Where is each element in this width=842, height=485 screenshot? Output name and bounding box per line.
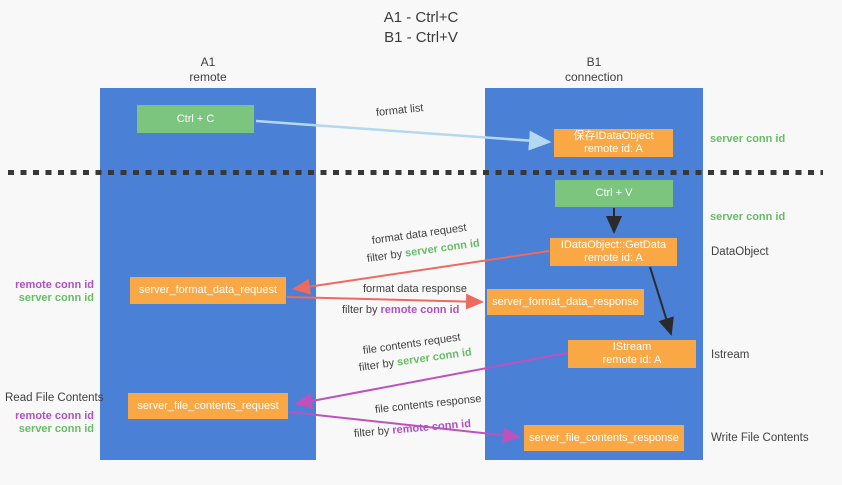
left-remote-conn-id-bottom: remote conn id	[15, 410, 94, 422]
file-contents-request-arrow	[294, 352, 568, 409]
ctrl-c-box: Ctrl + C	[137, 105, 254, 133]
format-data-response-arrow	[286, 293, 484, 310]
left-remote-conn-id-mid: remote conn id	[15, 279, 94, 291]
ctrl-v-label: Ctrl + V	[595, 187, 633, 199]
istream-side-label: Istream	[711, 349, 750, 361]
server-format-data-response-label: server_format_data_response	[492, 295, 639, 308]
istream-line1: IStream	[612, 341, 652, 353]
istream-box: IStream remote id: A	[568, 340, 696, 368]
file-contents-response-arrow	[288, 411, 521, 444]
save-idataobject-box: 保存IDataObject remote id: A	[554, 129, 673, 157]
right-server-conn-id-top: server conn id	[710, 133, 786, 145]
left-server-conn-id-bottom: server conn id	[18, 423, 94, 435]
lifeline-header-a1: A1 remote	[100, 55, 316, 85]
lifeline-a1-role: remote	[189, 70, 227, 84]
write-file-contents-label: Write File Contents	[711, 432, 809, 444]
idataobject-getdata-box: IDataObject::GetData remote id: A	[550, 238, 677, 266]
server-file-contents-response-box: server_file_contents_response	[524, 425, 684, 451]
filter-by-remote-conn-id-label-1: filter by remote conn id	[342, 304, 459, 316]
server-file-contents-request-box: server_file_contents_request	[128, 393, 288, 419]
getdata-line1: IDataObject::GetData	[560, 239, 667, 251]
ctrl-c-label: Ctrl + C	[176, 112, 215, 125]
filter-by-text: filter by	[342, 304, 381, 316]
left-server-conn-id-mid: server conn id	[18, 292, 94, 304]
dataobject-label: DataObject	[711, 246, 769, 258]
diagram-title: A1 - Ctrl+C B1 - Ctrl+V	[0, 8, 842, 48]
getdata-line2: remote id: A	[584, 252, 643, 264]
format-data-request-arrow	[292, 250, 550, 295]
istream-line2: remote id: A	[602, 354, 662, 366]
lifeline-header-b1: B1 connection	[485, 55, 703, 85]
format-list-arrow	[255, 119, 552, 151]
server-file-contents-request-label: server_file_contents_request	[137, 399, 279, 412]
server-format-data-request-box: server_format_data_request	[130, 277, 286, 304]
remote-conn-id-text: remote conn id	[380, 304, 460, 316]
lifeline-b1-name: B1	[586, 55, 602, 69]
save-idataobject-line2: remote id: A	[584, 143, 643, 155]
lifeline-b1-role: connection	[564, 70, 624, 84]
right-server-conn-id-mid: server conn id	[710, 211, 786, 223]
read-file-contents-label: Read File Contents	[5, 392, 104, 404]
title-line-a1: A1 - Ctrl+C	[383, 9, 459, 26]
save-idataobject-line1: 保存IDataObject	[573, 130, 654, 142]
ctrl-v-box: Ctrl + V	[555, 180, 673, 207]
server-format-data-request-label: server_format_data_request	[138, 284, 278, 296]
title-line-b1: B1 - Ctrl+V	[384, 29, 458, 46]
server-file-contents-response-label: server_file_contents_response	[529, 431, 679, 444]
lifeline-a1-name: A1	[200, 55, 216, 69]
machine-boundary-dotted-line	[8, 170, 823, 175]
getdata-to-istream-arrow	[649, 266, 674, 336]
server-format-data-response-box: server_format_data_response	[487, 289, 644, 315]
format-data-response-label: format data response	[363, 283, 467, 295]
